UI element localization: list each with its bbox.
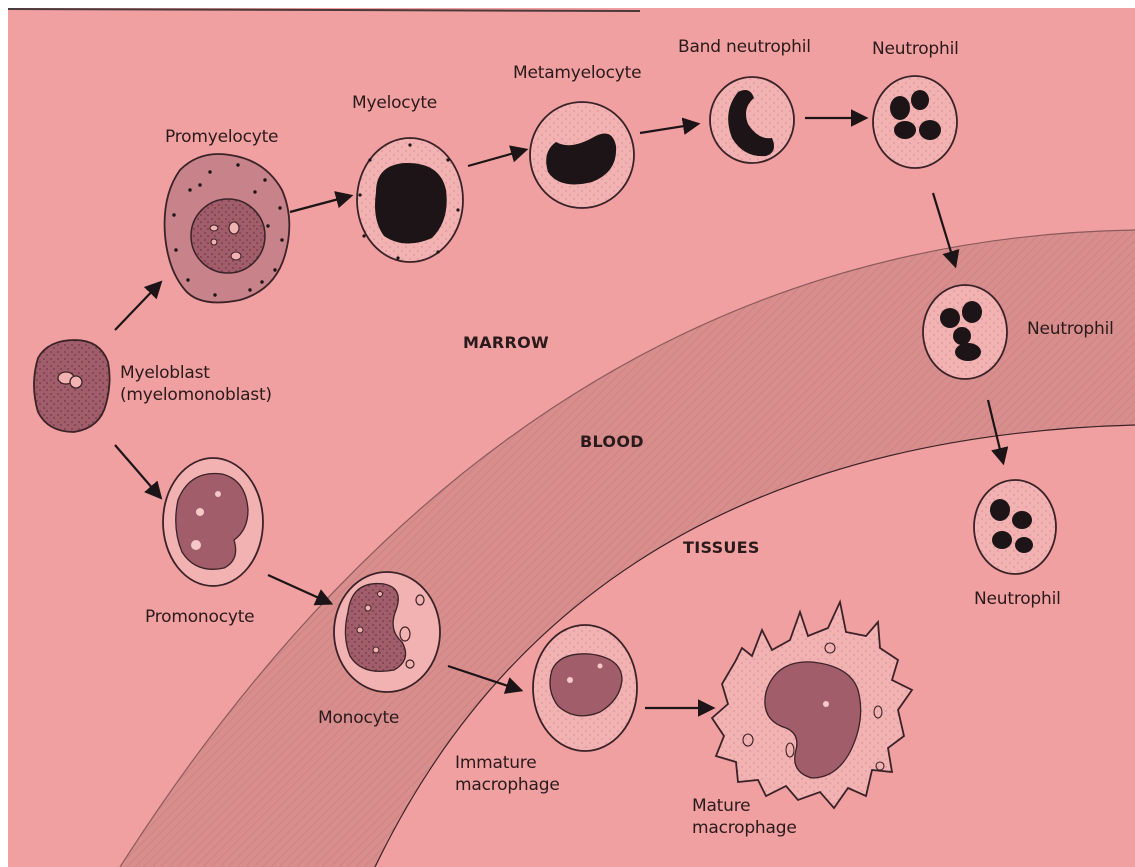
label-neutrophil-blood: Neutrophil	[1027, 318, 1114, 340]
label-neutrophil-marrow: Neutrophil	[872, 38, 959, 60]
metamyelocyte-cell	[530, 102, 634, 208]
promyelocyte-cell	[165, 154, 290, 302]
label-promonocyte: Promonocyte	[145, 606, 254, 628]
region-label-blood: BLOOD	[580, 432, 644, 451]
immature-macrophage-cell	[533, 625, 637, 751]
label-immature-macrophage: Immature macrophage	[455, 752, 560, 796]
label-promyelocyte: Promyelocyte	[165, 126, 278, 148]
myelocyte-cell	[357, 138, 463, 262]
monocyte-cell	[334, 572, 440, 692]
label-band-neutrophil: Band neutrophil	[678, 36, 811, 58]
region-label-marrow: MARROW	[463, 333, 549, 352]
myeloblast-cell	[34, 340, 110, 432]
label-mature-macrophage: Mature macrophage	[692, 795, 797, 839]
label-neutrophil-tissue: Neutrophil	[974, 588, 1061, 610]
promonocyte-cell	[163, 458, 263, 586]
neutrophil-marrow-cell	[873, 76, 957, 168]
band-neutrophil-cell	[710, 77, 794, 163]
neutrophil-blood-cell	[923, 285, 1007, 379]
label-myeloblast: Myeloblast (myelomonoblast)	[120, 362, 272, 406]
region-label-tissues: TISSUES	[683, 538, 760, 557]
label-myelocyte: Myelocyte	[352, 92, 437, 114]
label-monocyte: Monocyte	[318, 707, 399, 729]
neutrophil-tissue-cell	[974, 480, 1056, 574]
label-metamyelocyte: Metamyelocyte	[513, 62, 641, 84]
